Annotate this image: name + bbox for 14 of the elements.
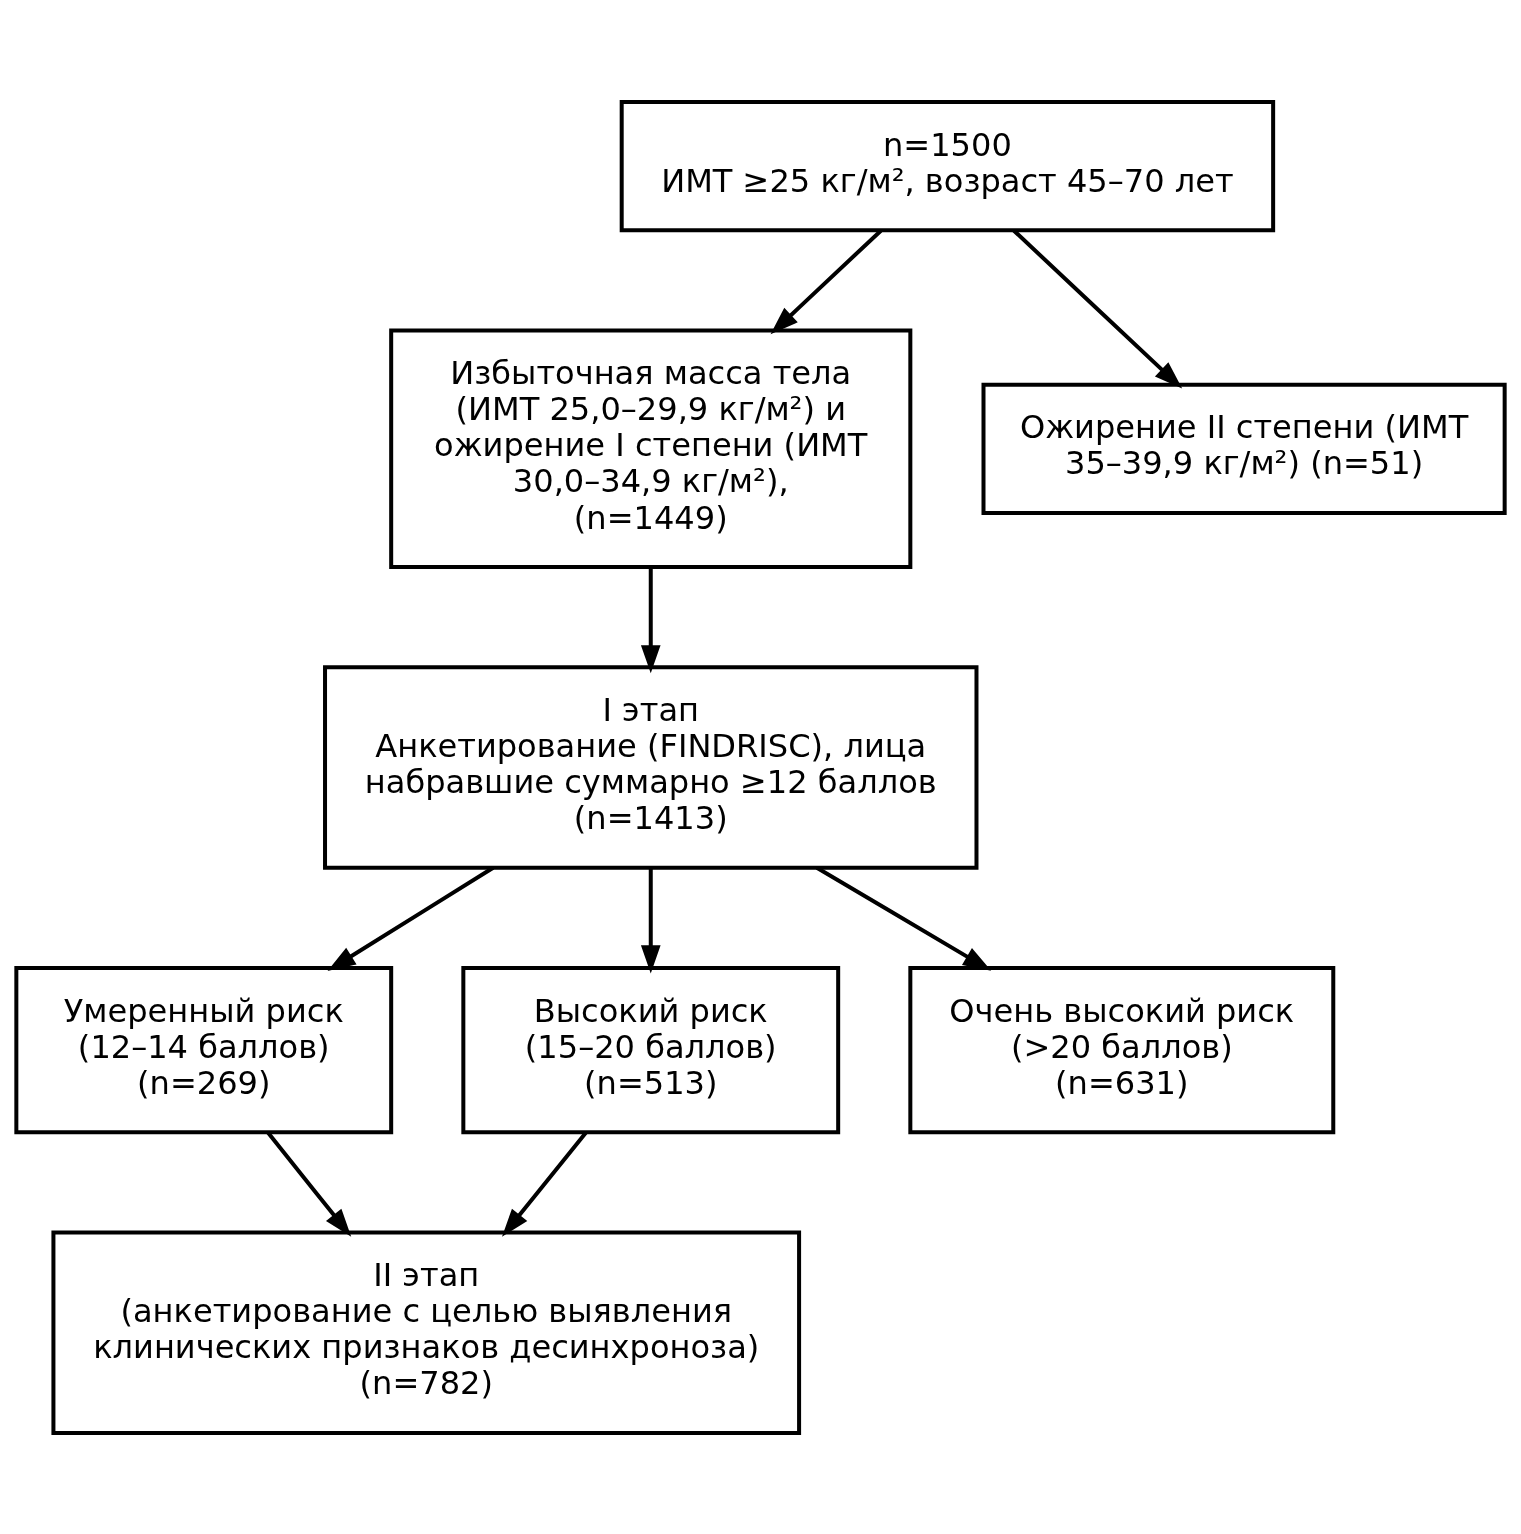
node-box: Ожирение II степени (ИМТ 35–39,9 кг/м²) (n=51) xyxy=(981,382,1507,515)
node-box: n=1500 ИМТ ≥25 кг/м², возраст 45–70 лет xyxy=(619,99,1276,232)
node-box: Очень высокий риск (>20 баллов) (n=631) xyxy=(908,965,1336,1134)
node-box: II этап (анкетирование с целью выявления клинических признаков десинхроноза) (n=782) xyxy=(51,1230,802,1435)
arrow xyxy=(502,1130,588,1237)
node-box: Высокий риск (15–20 баллов) (n=513) xyxy=(461,965,841,1134)
node-box: I этап Анкетирование (FINDRISC), лица набравшие суммарно ≥12 баллов (n=1413) xyxy=(323,664,979,870)
node-box: Умеренный риск (12–14 баллов) (n=269) xyxy=(14,965,394,1134)
arrow xyxy=(640,867,661,973)
arrow xyxy=(815,865,992,971)
arrow xyxy=(266,1130,352,1237)
node-box: Избыточная масса тела (ИМТ 25,0–29,9 кг/м²) и ожирение I степени (ИМТ 30,0–34,9 кг/м²), (n=1449) xyxy=(389,328,913,569)
arrow xyxy=(327,865,495,971)
arrow xyxy=(640,566,661,673)
